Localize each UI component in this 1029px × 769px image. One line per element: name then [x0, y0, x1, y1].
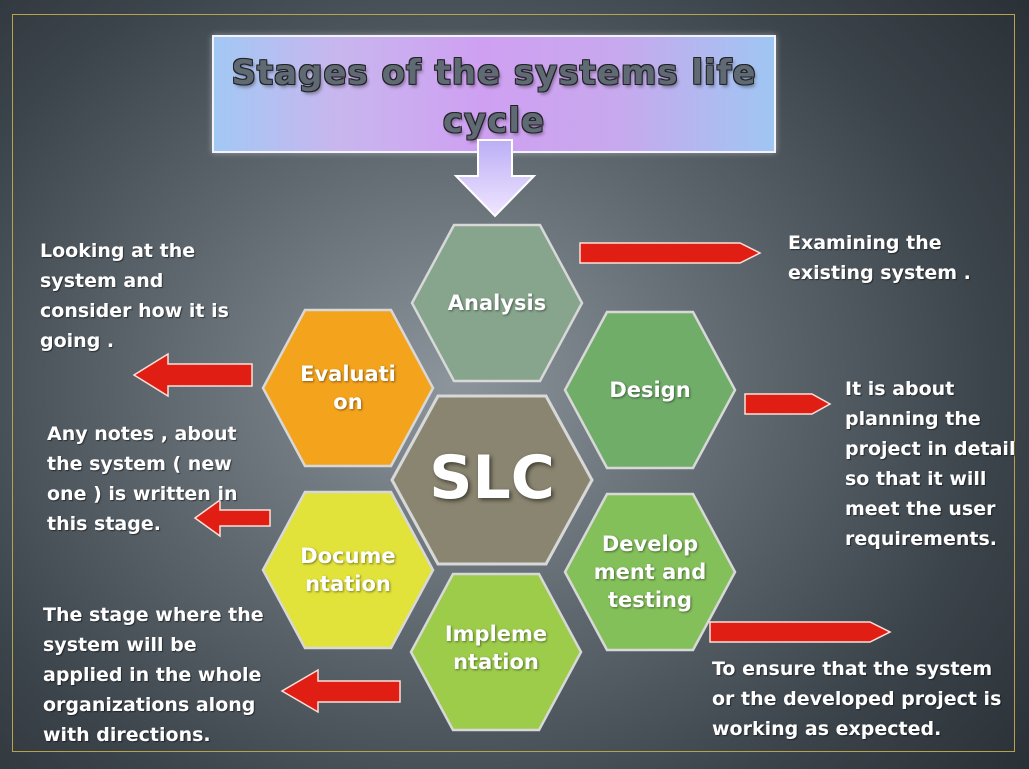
desc-line: planning the: [845, 408, 981, 430]
label-documentation-line-2: ntation: [305, 572, 391, 596]
desc-line: applied in the whole: [43, 664, 262, 686]
label-implementation-line-1: Impleme: [444, 622, 548, 646]
arrow-documentation: [193, 498, 271, 538]
desc-design: It is about planning the project in deta…: [845, 374, 1015, 554]
hex-center-slc: [390, 394, 594, 566]
arrow-design: [744, 393, 832, 415]
desc-line: consider how it is: [40, 300, 229, 322]
label-analysis-text: Analysis: [447, 291, 547, 315]
desc-line: the system ( new: [47, 453, 232, 475]
arrow-analysis: [579, 242, 762, 264]
label-development-line-3: testing: [608, 588, 692, 612]
hex-evaluation: [261, 308, 435, 468]
desc-documentation: Any notes , about the system ( new one )…: [47, 419, 237, 539]
label-design: Design: [565, 376, 735, 404]
label-documentation: Docume ntation: [263, 542, 433, 598]
label-development-line-2: ment and: [593, 560, 707, 584]
desc-line: Looking at the: [40, 240, 196, 262]
desc-line: going .: [40, 330, 115, 352]
desc-line: project in detail: [845, 438, 1016, 460]
desc-analysis: Examining the existing system .: [788, 228, 971, 288]
label-evaluation: Evaluati on: [263, 360, 433, 416]
label-development-line-1: Develop: [601, 532, 699, 556]
center-label: SLC: [429, 443, 555, 513]
label-evaluation-line-1: Evaluati: [300, 362, 396, 386]
desc-line: so that it will: [845, 468, 987, 490]
arrow-implementation: [280, 668, 401, 714]
desc-line: or the developed project is: [712, 688, 1002, 710]
desc-line: system will be: [43, 634, 197, 656]
hex-documentation: [261, 490, 435, 650]
hex-analysis: [410, 223, 584, 383]
desc-line: Any notes , about: [47, 423, 237, 445]
desc-development: To ensure that the system or the develop…: [712, 654, 1001, 744]
label-documentation-line-1: Docume: [300, 544, 396, 568]
desc-line: It is about: [845, 378, 955, 400]
desc-line: this stage.: [47, 513, 161, 535]
desc-line: meet the user: [845, 498, 996, 520]
desc-line: Examining the: [788, 232, 942, 254]
label-implementation: Impleme ntation: [411, 620, 581, 676]
desc-line: organizations along: [43, 694, 256, 716]
title: Stages of the systems life cycle: [214, 49, 774, 145]
desc-line: requirements.: [845, 528, 997, 550]
desc-line: one ) is written in: [47, 483, 238, 505]
slide-frame: [12, 14, 1015, 752]
title-line-2: cycle: [442, 101, 546, 141]
desc-line: working as expected.: [712, 718, 942, 740]
desc-line: existing system .: [788, 262, 971, 284]
arrow-evaluation: [132, 352, 253, 398]
label-implementation-line-2: ntation: [453, 650, 539, 674]
hex-implementation: [409, 572, 583, 732]
desc-line: system and: [40, 270, 164, 292]
title-down-arrow: [453, 139, 537, 218]
desc-line: The stage where the: [43, 604, 264, 626]
desc-line: with directions.: [43, 724, 211, 746]
title-line-1: Stages of the systems life: [231, 53, 757, 93]
label-development: Develop ment and testing: [565, 530, 735, 614]
arrow-development: [709, 621, 892, 643]
hex-design: [563, 310, 737, 470]
label-analysis: Analysis: [412, 289, 582, 317]
desc-implementation: The stage where the system will be appli…: [43, 600, 264, 750]
label-design-text: Design: [609, 378, 691, 402]
hex-development: [563, 492, 737, 652]
desc-line: To ensure that the system: [712, 658, 993, 680]
label-evaluation-line-2: on: [333, 390, 363, 414]
desc-evaluation: Looking at the system and consider how i…: [40, 236, 229, 356]
